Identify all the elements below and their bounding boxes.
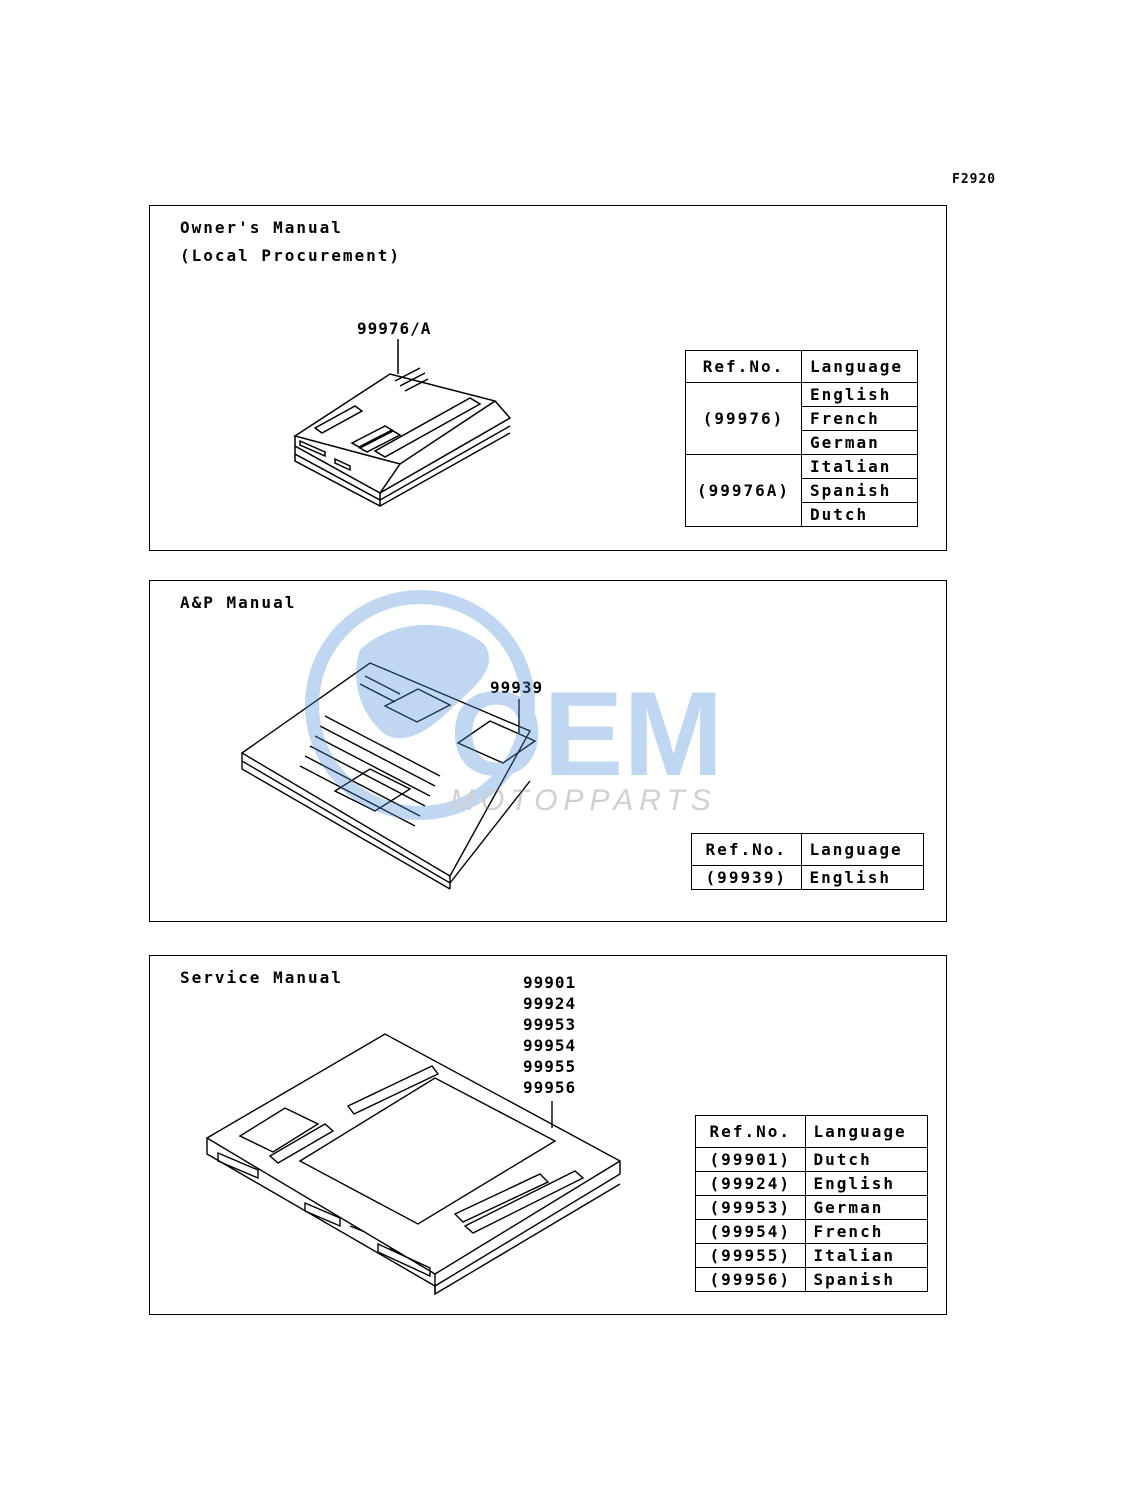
table-row: Spanish [686,478,918,503]
ap-manual-title: A&P Manual [180,593,297,612]
table-row: (99924) English [695,1171,929,1196]
table-row: (99939) English [691,865,925,890]
ref-no-header: Ref.No. [691,833,802,866]
table-row: (99955) Italian [695,1243,929,1268]
ap-manual-panel: A&P Manual 99939 Ref.No. La [149,580,947,922]
ref-no-header: Ref.No. [685,350,802,383]
table-row: German [686,430,918,455]
service-manual-title: Service Manual [180,968,343,987]
ref-no-cell: (99976A) [685,454,802,527]
language-cell: Spanish [804,1267,929,1292]
service-manual-panel: Service Manual 99901 99924 99953 99954 9… [149,955,947,1315]
owners-manual-book-illustration [293,339,512,507]
language-cell: Italian [801,454,918,479]
language-cell: French [804,1219,929,1244]
owners-manual-title: Owner's Manual [180,218,343,237]
ref-no-cell: (99924) [695,1171,806,1196]
ref-no-cell: (99956) [695,1267,806,1292]
table-row: (99954) French [695,1219,929,1244]
service-manual-ref-table: Ref.No. Language (99901) Dutch (99924) E… [695,1115,929,1292]
figure-code: F2920 [952,172,997,187]
language-cell: Spanish [801,478,918,503]
language-cell: Dutch [801,502,918,527]
ref-no-cell: (99901) [695,1147,806,1172]
language-cell: English [801,382,918,407]
ref-no-cell: (99955) [695,1243,806,1268]
ap-manual-ref-table: Ref.No. Language (99939) English [691,833,925,890]
service-manual-book-illustration [205,1033,622,1296]
service-manual-callout: 99956 [523,1078,577,1097]
service-manual-callout: 99924 [523,994,577,1013]
service-manual-callout: 99955 [523,1057,577,1076]
ap-manual-callout: 99939 [490,678,544,697]
language-cell: English [804,1171,929,1196]
language-header: Language [801,350,918,383]
table-row: (99953) German [695,1195,929,1220]
ref-no-header: Ref.No. [695,1115,806,1148]
ref-no-cell: (99976) [685,382,802,455]
service-manual-callout: 99901 [523,973,577,992]
owners-manual-callout: 99976/A [357,319,432,338]
table-row: (99901) Dutch [695,1147,929,1172]
language-cell: Italian [804,1243,929,1268]
table-row: (99956) Spanish [695,1267,929,1292]
table-row: French [686,406,918,431]
language-cell: English [800,865,925,890]
language-header: Language [804,1115,929,1148]
owners-manual-panel: Owner's Manual (Local Procurement) 99976… [149,205,947,551]
language-cell: German [804,1195,929,1220]
service-manual-callout: 99954 [523,1036,577,1055]
table-row: (99976A) Italian [685,454,918,527]
table-row: (99976) English [685,382,918,455]
service-manual-callout: 99953 [523,1015,577,1034]
table-row: Dutch [686,502,918,527]
language-cell: Dutch [804,1147,929,1172]
ref-no-cell: (99939) [691,865,802,890]
ref-no-cell: (99954) [695,1219,806,1244]
ap-manual-book-illustration [240,662,537,890]
owners-manual-subtitle: (Local Procurement) [180,246,402,265]
language-cell: German [801,430,918,455]
ref-no-cell: (99953) [695,1195,806,1220]
language-cell: French [801,406,918,431]
owners-manual-ref-table: Ref.No. Language (99976) English French … [685,350,918,527]
language-header: Language [800,833,925,866]
